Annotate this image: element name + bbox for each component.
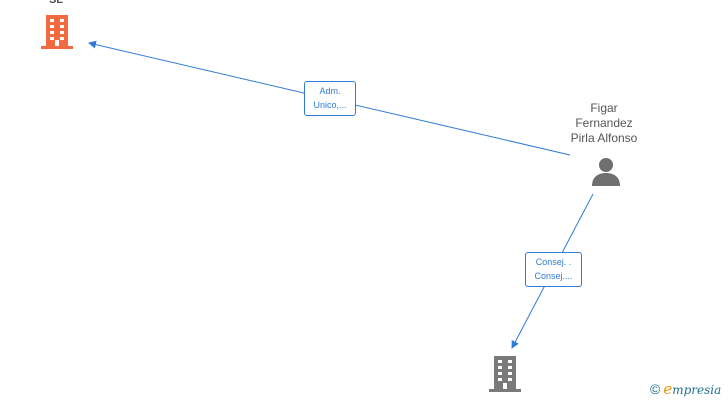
- brand-name: mpresia: [672, 383, 722, 397]
- empresia-watermark: ©empresia: [650, 380, 721, 400]
- copyright-icon: ©: [650, 381, 661, 397]
- edge-label-line: Consej....: [534, 271, 573, 281]
- brand-initial: e: [663, 380, 673, 398]
- edge-label-line: Unico,...: [313, 100, 347, 110]
- building-icon[interactable]: [489, 356, 521, 392]
- company-top-label: SL: [48, 0, 64, 6]
- person-name-line-3: Pirla Alfonso: [570, 131, 638, 145]
- edge-label-line: Consej. .: [535, 257, 572, 267]
- person-name-label: Figar Fernandez Pirla Alfonso: [554, 101, 654, 146]
- person-icon[interactable]: [590, 156, 622, 188]
- edge-label-consej[interactable]: Consej. . Consej....: [525, 252, 582, 287]
- person-name-line-1: Figar: [590, 101, 618, 115]
- edge-label-line: Adm.: [319, 86, 341, 96]
- edge-label-adm-unico[interactable]: Adm. Unico,...: [304, 81, 356, 116]
- building-icon[interactable]: [41, 15, 73, 49]
- person-name-line-2: Fernandez: [575, 116, 633, 130]
